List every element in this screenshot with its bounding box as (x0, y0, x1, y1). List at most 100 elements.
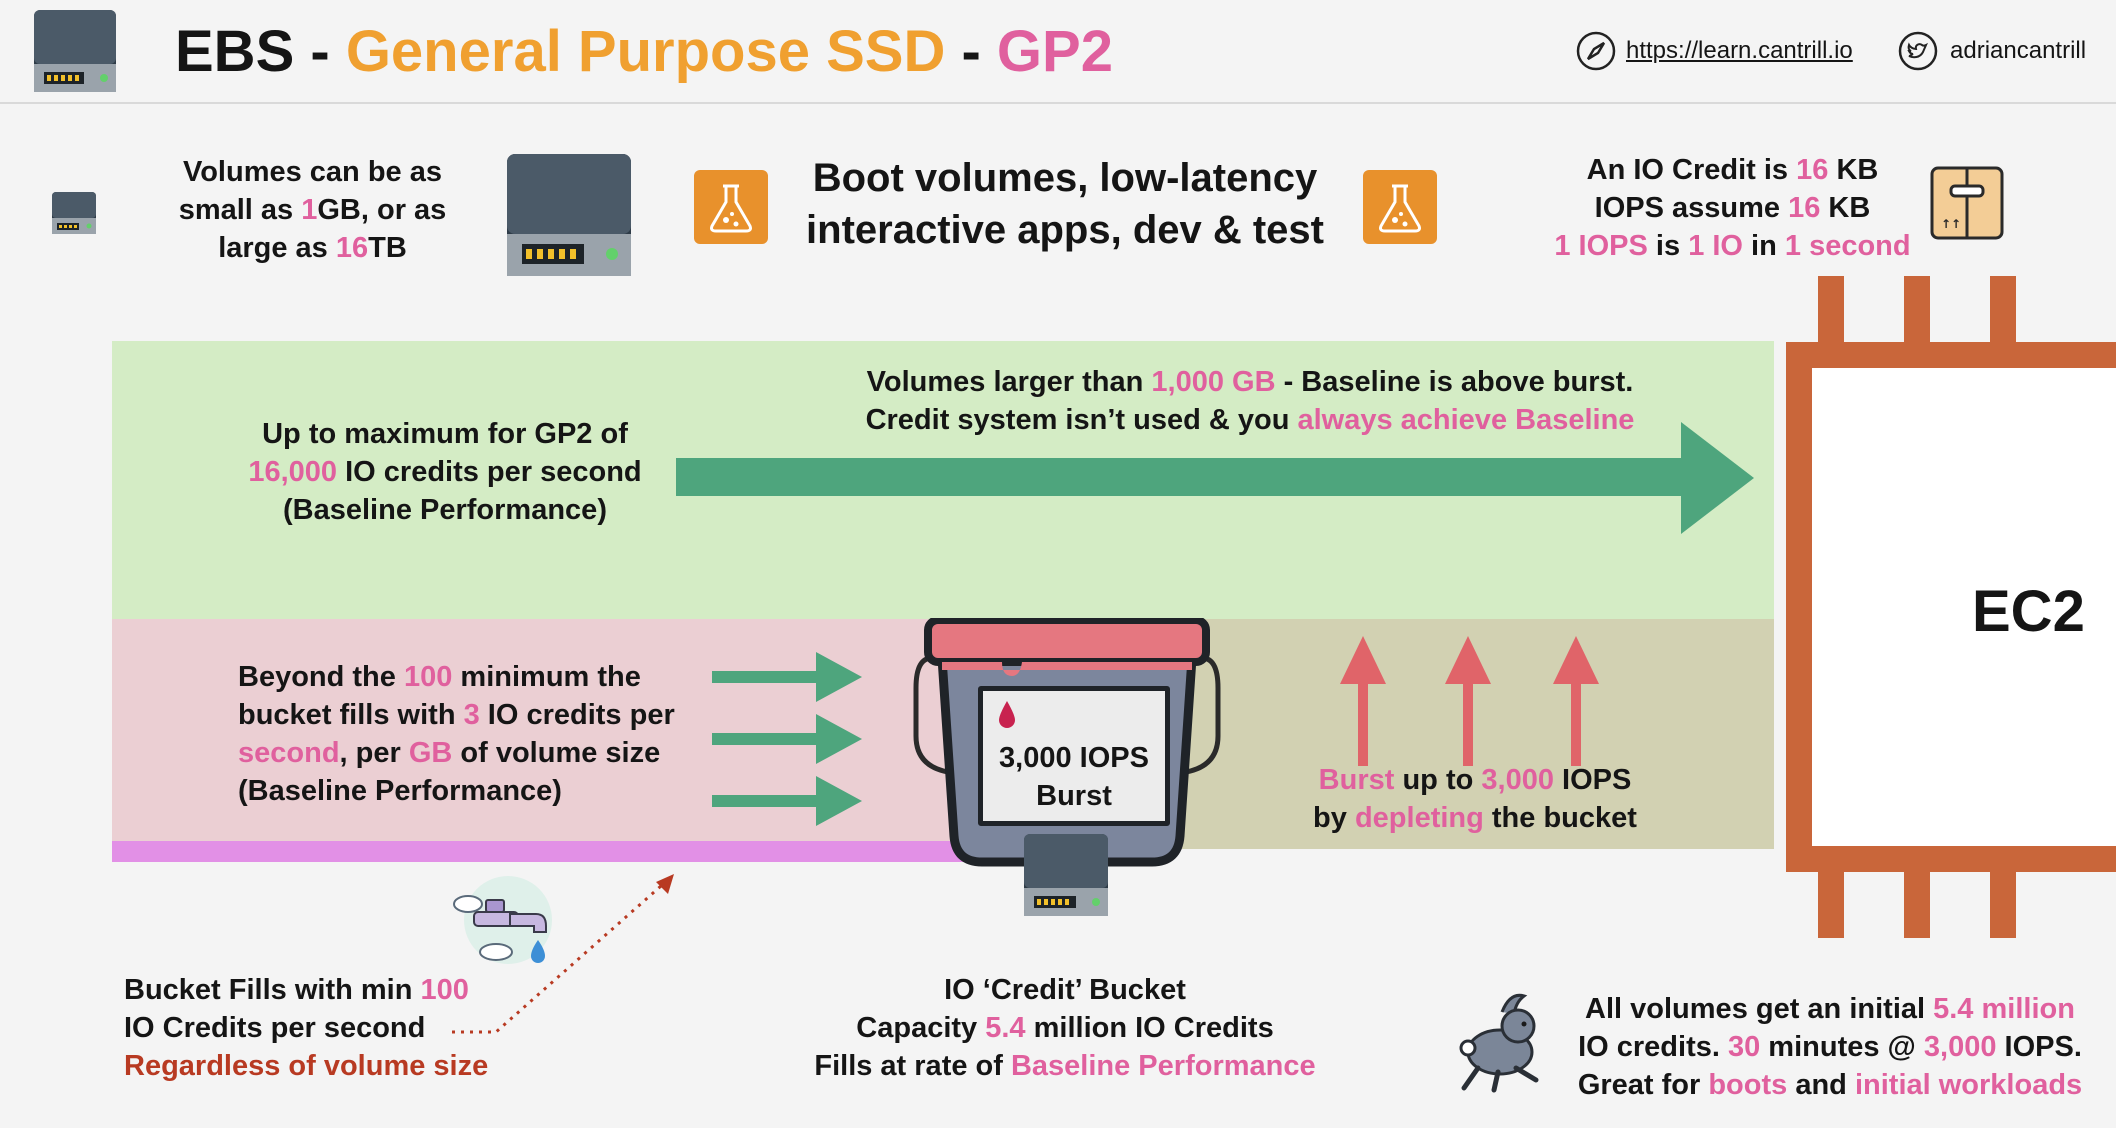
text-run: 1,000 GB (1151, 366, 1276, 398)
text-line: IO Credits per second (124, 1012, 426, 1044)
text-run: TB (368, 232, 407, 264)
text-run: 16 (1796, 154, 1829, 186)
text-run: IO credits per (479, 699, 675, 731)
text-line: Regardless of volume size (124, 1050, 489, 1082)
text-run: small as (178, 194, 302, 226)
water-tap-icon (453, 876, 552, 964)
text-line: An IO Credit is 16 KB (1545, 151, 1920, 189)
text-run: million IO Credits (1025, 1012, 1274, 1044)
text-run: 3,000 (1923, 1031, 1997, 1063)
text-line: Bucket Fills with min 100 (124, 971, 534, 1009)
title-sep: - (945, 19, 997, 84)
text-run: always achieve Baseline (1297, 404, 1635, 436)
bucket-fill-rate-text: Beyond the 100 minimum the bucket fills … (238, 658, 708, 810)
text-run: minimum the (452, 661, 641, 693)
course-link[interactable]: https://learn.cantrill.io (1626, 37, 1853, 64)
text-run: Baseline Performance (1010, 1050, 1316, 1082)
text-run: 16 (1788, 192, 1821, 224)
text-run: 16 (335, 232, 369, 264)
text-run: An IO Credit is (1586, 154, 1797, 186)
text-run: 16,000 (248, 456, 338, 488)
text-line: large as 16TB (150, 229, 475, 267)
text-line: IOPS assume 16 KB (1545, 189, 1920, 227)
text-run: Fills at rate of (814, 1050, 1011, 1082)
package-box-icon: ↑↑ (1930, 166, 2004, 240)
bucket-label-panel: 3,000 IOPS Burst (978, 686, 1170, 826)
compass-icon (1576, 31, 1616, 71)
text-run: 1 IO (1688, 230, 1743, 262)
text-run: IOPS. (1996, 1031, 2082, 1063)
text-line: IO ‘Credit’ Bucket (944, 974, 1186, 1006)
text-line: bucket fills with 3 IO credits per (238, 696, 708, 734)
text-run: KB (1820, 192, 1871, 224)
text-line: 3,000 IOPS (999, 742, 1149, 774)
header-divider (0, 102, 2116, 104)
title-general-purpose: General Purpose SSD (345, 19, 946, 84)
text-run: by (1313, 802, 1355, 834)
text-run: Beyond the (238, 661, 404, 693)
text-line: (Baseline Performance) (238, 775, 562, 807)
text-line: Fills at rate of Baseline Performance (795, 1047, 1335, 1085)
text-run: minutes @ (1760, 1031, 1924, 1063)
text-run: Bucket Fills with min (124, 974, 421, 1006)
text-run: 1 IOPS (1554, 230, 1648, 262)
ec2-label: EC2 (1972, 579, 2085, 644)
text-line: Burst up to 3,000 IOPS (1290, 761, 1660, 799)
hard-drive-icon (52, 192, 96, 234)
text-run: 5.4 (985, 1012, 1026, 1044)
flask-icon (694, 170, 768, 244)
text-run: Burst (1318, 764, 1395, 796)
text-run: 3 (463, 699, 480, 731)
rabbit-icon (1459, 993, 1539, 1093)
text-line: Credit system isn’t used & you always ac… (840, 401, 1660, 439)
text-run: , per (339, 737, 409, 769)
text-run: is (1647, 230, 1689, 262)
fill-arrow (712, 776, 862, 826)
max-baseline-text: Up to maximum for GP2 of 16,000 IO credi… (230, 415, 660, 529)
text-run: depleting (1354, 802, 1484, 834)
fill-arrow (712, 714, 862, 764)
text-line: by depleting the bucket (1290, 799, 1660, 837)
text-run: Great for (1577, 1069, 1709, 1101)
text-run: of volume size (452, 737, 661, 769)
text-line: 16,000 IO credits per second (230, 453, 660, 491)
text-run: IO credits per second (337, 456, 642, 488)
text-run: bucket fills with (238, 699, 464, 731)
text-run: up to (1394, 764, 1482, 796)
text-run: the bucket (1483, 802, 1637, 834)
text-run: IOPS (1553, 764, 1632, 796)
text-run: GB (408, 737, 453, 769)
text-run: 30 (1727, 1031, 1761, 1063)
text-line: small as 1GB, or as (150, 191, 475, 229)
fill-arrows (712, 652, 862, 826)
twitter-handle[interactable]: adriancantrill (1950, 37, 2087, 64)
io-credit-text: An IO Credit is 16 KB IOPS assume 16 KB … (1545, 151, 1920, 265)
text-run: 3,000 (1481, 764, 1554, 796)
svg-text:↑↑: ↑↑ (1941, 217, 1961, 231)
text-line: 1 IOPS is 1 IO in 1 second (1545, 227, 1920, 265)
fill-arrow (712, 652, 862, 702)
text-run: 5.4 million (1933, 993, 2075, 1025)
text-line: Burst (1036, 780, 1112, 812)
text-line: Capacity 5.4 million IO Credits (795, 1009, 1335, 1047)
text-line: interactive apps, dev & test (806, 208, 1324, 252)
initial-credits-text: All volumes get an initial 5.4 million I… (1560, 990, 2100, 1104)
text-line: Great for boots and initial workloads (1560, 1066, 2100, 1104)
text-run: and (1787, 1069, 1855, 1101)
dotted-link-arrow (452, 874, 674, 1034)
text-line: second, per GB of volume size (238, 734, 708, 772)
text-run: second (238, 737, 340, 769)
large-volume-text: Volumes larger than 1,000 GB - Baseline … (840, 363, 1660, 439)
text-line: Boot volumes, low-latency (812, 156, 1318, 200)
text-run: Capacity (856, 1012, 986, 1044)
burst-text: Burst up to 3,000 IOPS by depleting the … (1290, 761, 1660, 837)
ec2-chip-icon (1786, 276, 2116, 938)
text-run: 100 (403, 661, 453, 693)
text-run: 100 (420, 974, 469, 1006)
text-line: All volumes get an initial 5.4 million (1560, 990, 2100, 1028)
text-run: in (1743, 230, 1785, 262)
text-run: Credit system isn’t used & you (865, 404, 1298, 436)
text-run: large as (218, 232, 336, 264)
burst-arrow (1340, 636, 1386, 766)
text-run: - Baseline is above burst. (1275, 366, 1634, 398)
